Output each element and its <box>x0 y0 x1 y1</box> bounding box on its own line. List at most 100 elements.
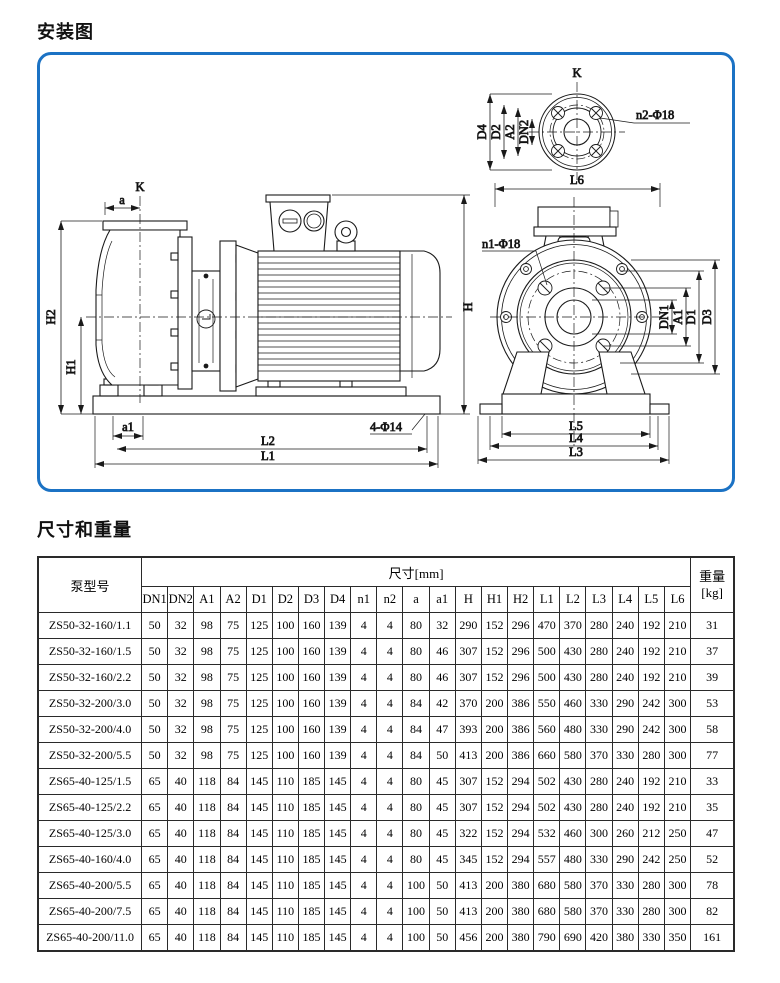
dimension-cell: 300 <box>663 872 692 899</box>
dimension-cell: 32 <box>167 638 195 665</box>
dimension-cell: 330 <box>637 924 665 952</box>
label-bolt-callout-n2: n2-Φ18 <box>636 108 674 122</box>
dimension-cell: 240 <box>611 768 639 795</box>
dimension-cell: 152 <box>480 638 509 665</box>
dimension-cell: 4 <box>350 664 378 691</box>
flange-view-dimensions: K D4 D2 A2 DN2 n2-Φ18 L6 <box>475 66 690 207</box>
label-d2: D2 <box>489 124 503 139</box>
label-dn1: DN1 <box>657 305 671 329</box>
dimension-cell: 430 <box>559 638 587 665</box>
dimension-cell: 185 <box>297 898 326 925</box>
dimension-cell: 460 <box>559 690 587 717</box>
dim-header-h: H <box>454 586 482 613</box>
dimension-cell: 660 <box>533 742 561 769</box>
dimension-cell: 80 <box>402 664 430 691</box>
dimension-cell: 4 <box>350 872 378 899</box>
dimension-cell: 145 <box>245 820 273 847</box>
dimension-cell: 4 <box>350 846 378 873</box>
dimension-cell: 118 <box>193 768 221 795</box>
dimension-cell: 580 <box>559 872 587 899</box>
dimension-cell: 50 <box>428 898 456 925</box>
dimension-cell: 75 <box>219 716 247 743</box>
installation-diagram-panel: K a H2 H1 H a1 L2 L1 4-Φ14 <box>37 52 735 492</box>
weight-column-header: 重量 [kg] <box>690 556 735 613</box>
dimension-cell: 210 <box>663 612 692 639</box>
dim-header-l5: L5 <box>637 586 665 613</box>
dimension-cell: 280 <box>585 638 613 665</box>
dimension-cell: 290 <box>454 612 482 639</box>
weight-cell: 52 <box>690 846 735 873</box>
dimension-cell: 110 <box>271 924 299 952</box>
pump-model-cell: ZS65-40-200/5.5 <box>37 872 143 899</box>
dimension-cell: 300 <box>663 716 692 743</box>
dimension-cell: 4 <box>350 612 378 639</box>
dimension-cell: 250 <box>663 846 692 873</box>
dimension-cell: 32 <box>167 716 195 743</box>
dimension-cell: 50 <box>428 872 456 899</box>
dimension-cell: 580 <box>559 898 587 925</box>
dimension-cell: 460 <box>559 820 587 847</box>
dimension-cell: 532 <box>533 820 561 847</box>
dimension-cell: 380 <box>507 872 535 899</box>
dimension-cell: 294 <box>507 794 535 821</box>
label-d1: D1 <box>684 309 698 324</box>
dimension-cell: 84 <box>219 924 247 952</box>
dimension-cell: 100 <box>271 716 299 743</box>
dimension-cell: 380 <box>507 924 535 952</box>
dimension-cell: 4 <box>376 716 404 743</box>
dimension-cell: 280 <box>585 664 613 691</box>
label-a2: A2 <box>503 124 517 139</box>
dimension-cell: 4 <box>350 898 378 925</box>
dimension-cell: 80 <box>402 794 430 821</box>
dimension-cell: 80 <box>402 820 430 847</box>
dim-header-a2: A2 <box>219 586 247 613</box>
label-d4: D4 <box>475 124 489 140</box>
dimension-cell: 4 <box>376 612 404 639</box>
dimension-cell: 330 <box>611 872 639 899</box>
dimension-cell: 98 <box>193 716 221 743</box>
dimension-cell: 125 <box>245 664 273 691</box>
dimension-cell: 557 <box>533 846 561 873</box>
dimension-cell: 430 <box>559 794 587 821</box>
dimension-cell: 413 <box>454 872 482 899</box>
label-k-flange: K <box>572 66 581 80</box>
weight-cell: 78 <box>690 872 735 899</box>
dimension-cell: 118 <box>193 898 221 925</box>
dimension-cell: 185 <box>297 794 326 821</box>
dimension-cell: 139 <box>324 638 352 665</box>
dimension-cell: 65 <box>141 794 169 821</box>
label-d3: D3 <box>700 309 714 324</box>
dim-header-d4: D4 <box>324 586 352 613</box>
dimension-cell: 118 <box>193 820 221 847</box>
dimension-cell: 294 <box>507 820 535 847</box>
dimension-cell: 330 <box>585 690 613 717</box>
dimension-cell: 4 <box>376 638 404 665</box>
front-view <box>479 197 670 447</box>
dimension-cell: 420 <box>585 924 613 952</box>
dimension-cell: 550 <box>533 690 561 717</box>
dimension-cell: 32 <box>167 742 195 769</box>
dimension-cell: 84 <box>219 768 247 795</box>
pump-model-cell: ZS65-40-160/4.0 <box>37 846 143 873</box>
dimension-cell: 296 <box>507 664 535 691</box>
dimension-cell: 192 <box>637 638 665 665</box>
dimension-cell: 380 <box>611 924 639 952</box>
dimension-cell: 370 <box>454 690 482 717</box>
dimension-cell: 84 <box>402 742 430 769</box>
dimension-cell: 152 <box>480 794 509 821</box>
label-l6: L6 <box>570 173 584 187</box>
dimension-cell: 100 <box>271 612 299 639</box>
dimension-cell: 456 <box>454 924 482 952</box>
dimension-cell: 42 <box>428 690 456 717</box>
dimension-cell: 80 <box>402 846 430 873</box>
dimension-cell: 152 <box>480 768 509 795</box>
dimension-cell: 502 <box>533 768 561 795</box>
dimension-cell: 322 <box>454 820 482 847</box>
dimension-cell: 125 <box>245 690 273 717</box>
dimension-cell: 45 <box>428 768 456 795</box>
